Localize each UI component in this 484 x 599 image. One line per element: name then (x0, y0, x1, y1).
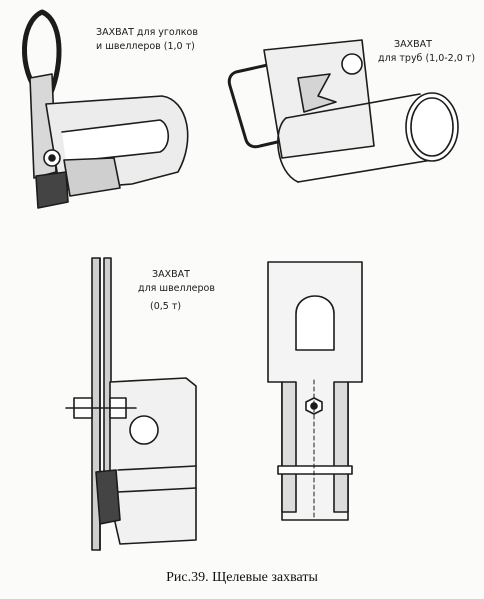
side-plate-slot (117, 465, 197, 493)
clamp-slot (61, 119, 170, 163)
figure-caption: Рис.39. Щелевые захваты (166, 570, 318, 585)
pipe-clamp-handle (227, 62, 288, 149)
pipe-clamp-drawing (227, 39, 459, 183)
label-angles-title: ЗАХВАТ для уголков (96, 27, 198, 38)
label-angles-capacity: и швеллеров (1,0 т) (96, 41, 195, 52)
angle-channel-clamp-drawing (22, 9, 189, 209)
keyhole-slot (295, 295, 335, 351)
pipe-inner-wall (410, 97, 454, 157)
label-channels-type: для швеллеров (138, 283, 215, 294)
label-pipes-title: ЗАХВАТ (394, 39, 432, 50)
channel-clamp-front-view (267, 261, 363, 521)
label-channels-title: ЗАХВАТ (152, 269, 190, 280)
pipe-body (285, 93, 433, 183)
label-channels-capacity: (0,5 т) (150, 301, 182, 312)
lower-pin (277, 465, 353, 475)
channel-clamp-side-view (65, 257, 197, 551)
lifting-loop (22, 9, 62, 98)
clamp-bolt-center (48, 154, 56, 162)
pipe-clamp-hole (341, 53, 363, 75)
side-plate-hole (129, 415, 159, 445)
pipe-back-edge (277, 117, 299, 183)
label-pipes-capacity: для труб (1,0-2,0 т) (378, 53, 476, 64)
pipe-end (405, 92, 459, 162)
pipe-clamp-wedge (297, 73, 337, 113)
strap-left (281, 381, 297, 513)
clamp-foot (35, 171, 69, 209)
angle-leg (95, 469, 121, 525)
strap-right (333, 381, 349, 513)
clamp-jaw (63, 157, 121, 197)
